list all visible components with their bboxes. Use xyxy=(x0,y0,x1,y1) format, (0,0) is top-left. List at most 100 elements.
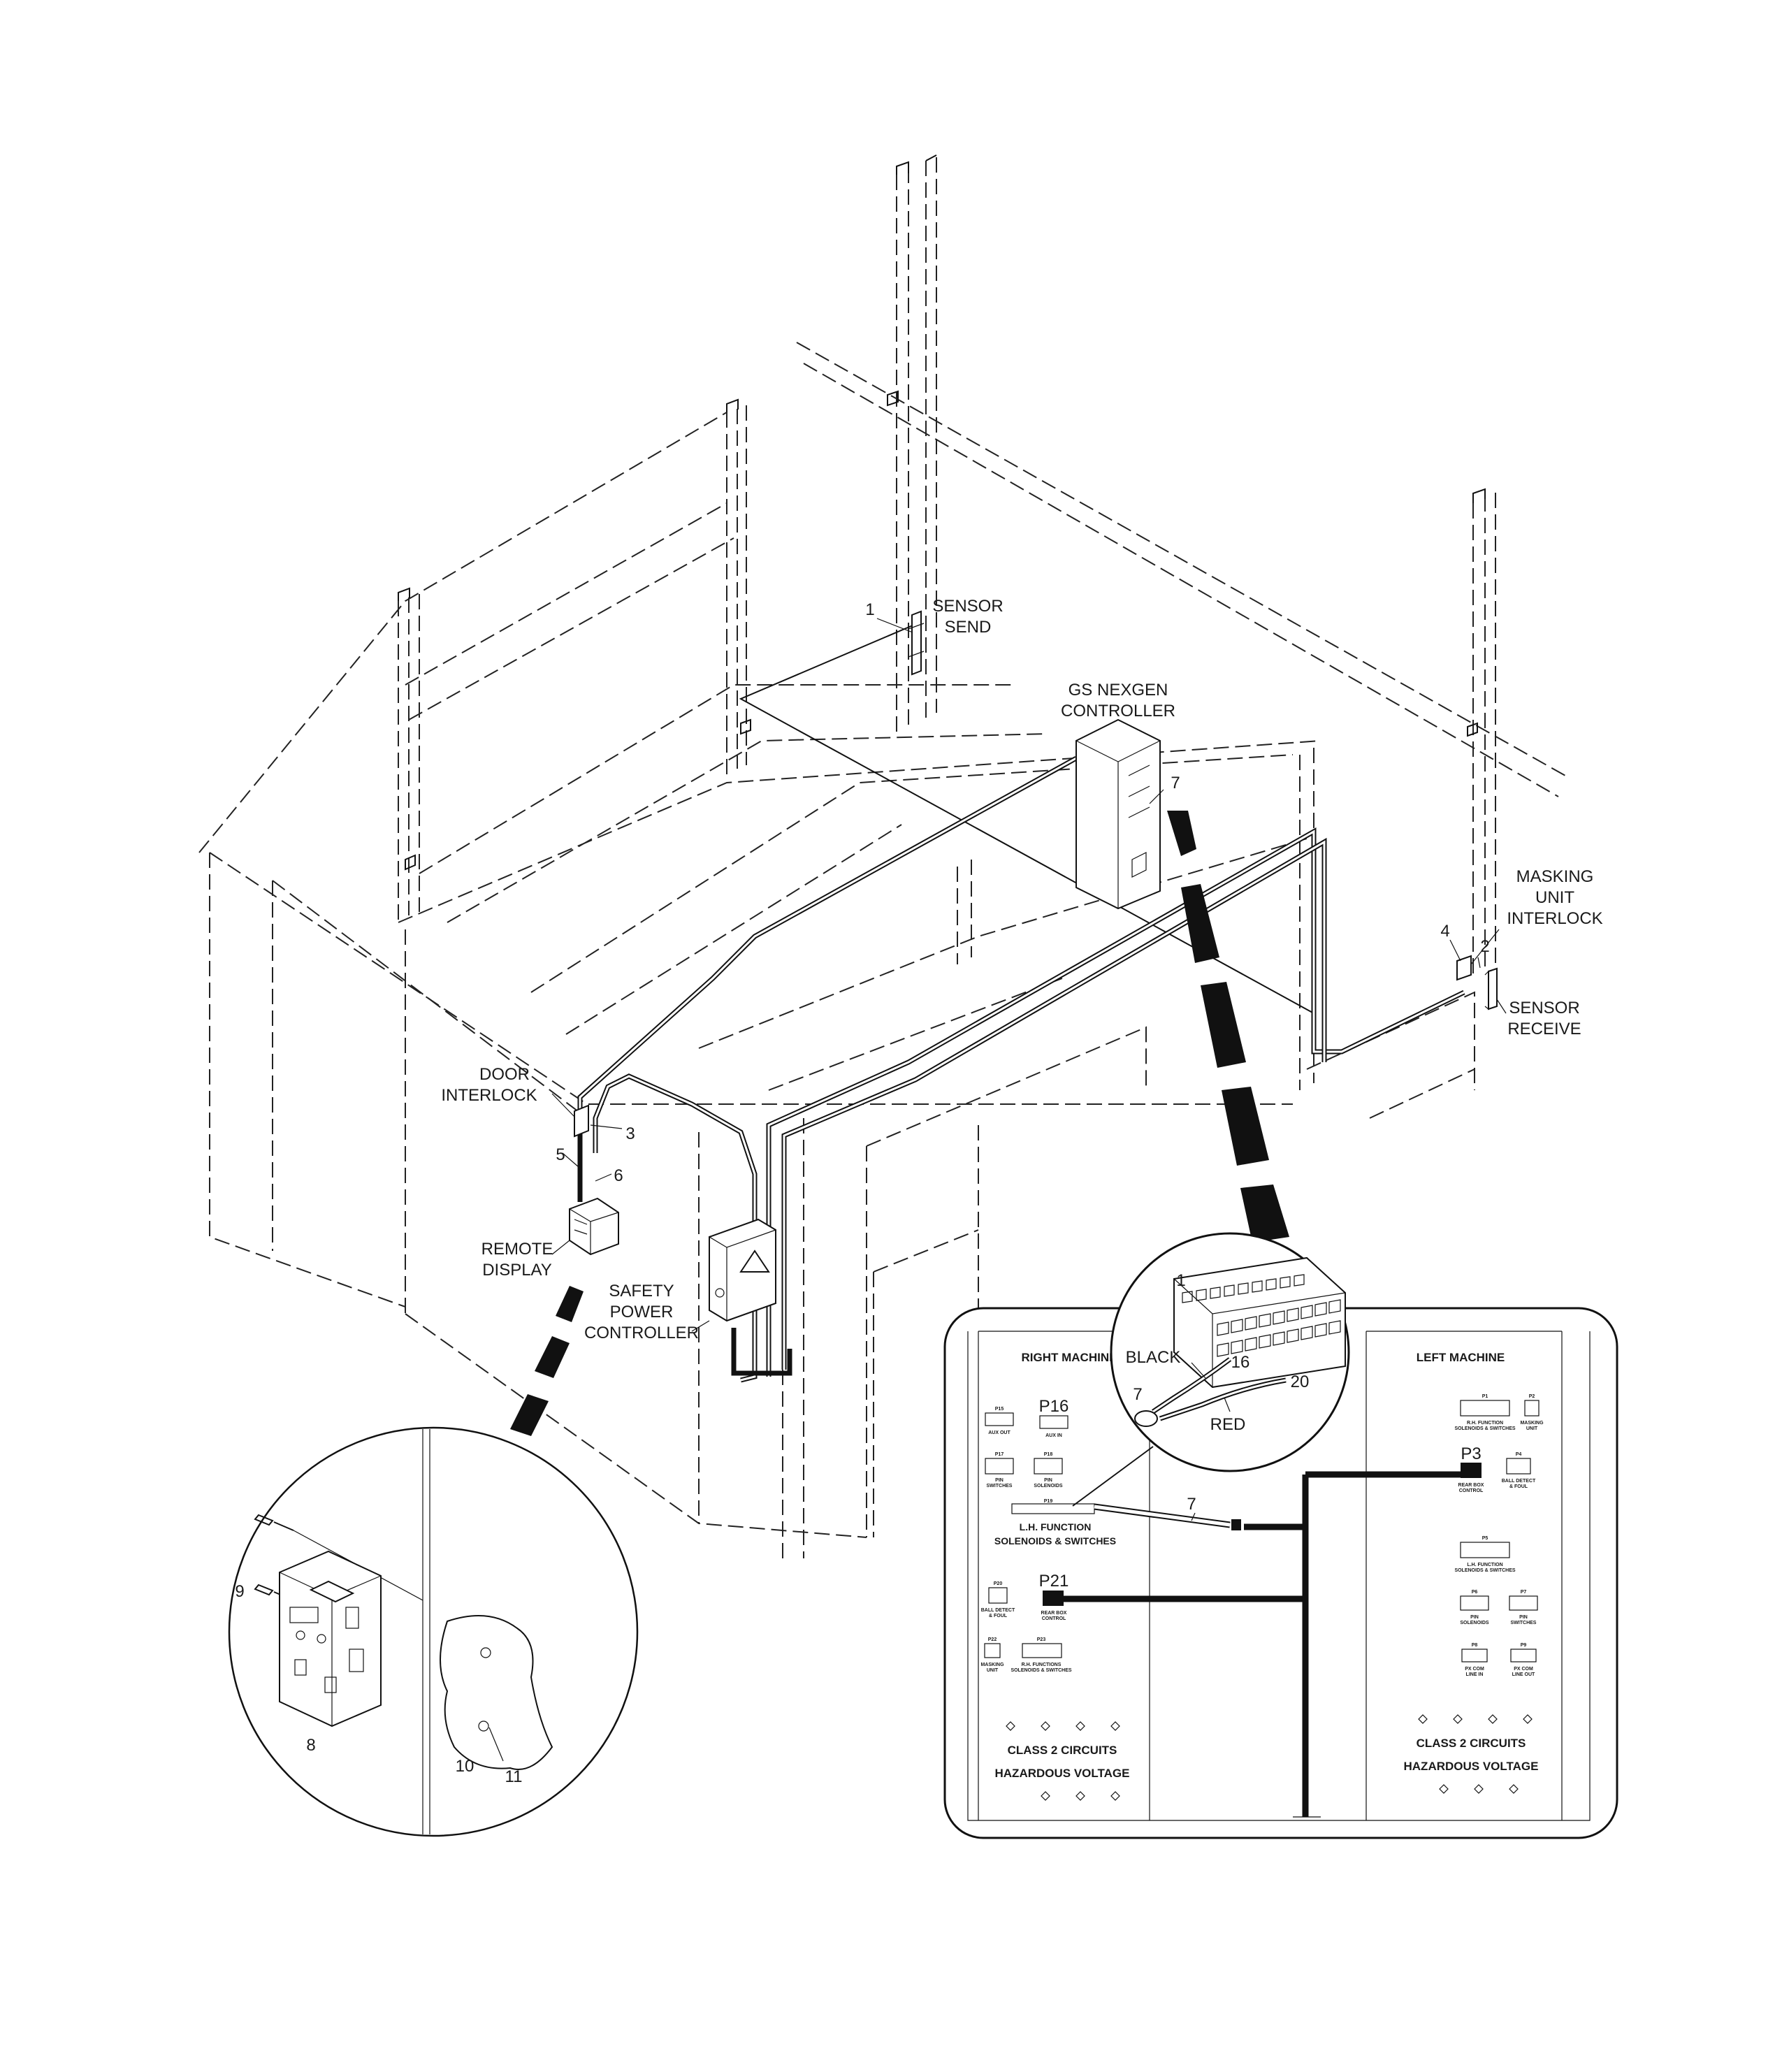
svg-text:PIN: PIN xyxy=(1519,1615,1528,1620)
svg-text:P17: P17 xyxy=(995,1452,1004,1457)
callout-1: 1 xyxy=(865,600,874,619)
port-P18: P18 PIN SOLENOIDS xyxy=(1034,1452,1063,1488)
port-P6: P6 PIN SOLENOIDS xyxy=(1460,1590,1489,1625)
svg-text:PIN: PIN xyxy=(1470,1615,1479,1620)
svg-text:P5: P5 xyxy=(1482,1536,1488,1541)
label-remote-line2: DISPLAY xyxy=(482,1261,552,1280)
callout-2: 2 xyxy=(1480,937,1489,956)
callout-numbers: 1 2 3 4 5 6 7 xyxy=(556,600,1489,1185)
port-P20: P20 BALL DETECT & FOUL xyxy=(981,1581,1015,1618)
label-gs-nexgen-controller: GS NEXGEN CONTROLLER xyxy=(1061,681,1175,720)
port-P22: P22 MASKING UNIT xyxy=(980,1637,1004,1673)
label-masking-unit-interlock: MASKING UNIT INTERLOCK xyxy=(1507,867,1602,928)
svg-text:SWITCHES: SWITCHES xyxy=(1511,1621,1537,1625)
svg-text:MASKING: MASKING xyxy=(980,1662,1004,1667)
port-P5: P5 L.H. FUNCTION SOLENOIDS & SWITCHES xyxy=(1454,1536,1515,1573)
pin-20-label: 20 xyxy=(1291,1372,1310,1391)
svg-text:P7: P7 xyxy=(1521,1590,1527,1595)
hazard-right: HAZARDOUS VOLTAGE xyxy=(995,1767,1130,1780)
wire-black-label: BLACK xyxy=(1126,1348,1181,1367)
port-P21: P21 REAR BOX CONTROL xyxy=(1039,1572,1069,1621)
svg-text:P8: P8 xyxy=(1472,1643,1478,1648)
callout-4: 4 xyxy=(1440,922,1449,941)
svg-text:L.H. FUNCTION: L.H. FUNCTION xyxy=(1467,1563,1502,1567)
label-masking-line3: INTERLOCK xyxy=(1507,909,1602,928)
label-safety-line1: SAFETY xyxy=(609,1282,674,1301)
label-sensor-receive-line1: SENSOR xyxy=(1509,999,1579,1017)
port-P19: P19 L.H. FUNCTION SOLENOIDS & SWITCHES xyxy=(994,1499,1116,1546)
svg-text:MASKING: MASKING xyxy=(1520,1421,1544,1426)
port-P23: P23 R.H. FUNCTIONS SOLENOIDS & SWITCHES xyxy=(1010,1637,1071,1673)
safety-power-controller xyxy=(709,1218,776,1322)
callout-11: 11 xyxy=(505,1767,523,1786)
hazard-left: HAZARDOUS VOLTAGE xyxy=(1404,1760,1539,1773)
svg-text:L.H. FUNCTION: L.H. FUNCTION xyxy=(1020,1521,1092,1533)
svg-text:P19: P19 xyxy=(1044,1499,1053,1504)
port-P8: P8 PX COM LINE IN xyxy=(1461,1643,1488,1677)
svg-text:REAR BOX: REAR BOX xyxy=(1458,1483,1484,1488)
label-safety-line3: CONTROLLER xyxy=(584,1324,699,1342)
left-machine-title: LEFT MACHINE xyxy=(1417,1351,1505,1364)
label-sensor-receive: SENSOR RECEIVE xyxy=(1507,999,1581,1038)
port-P9: P9 PX COM LINE OUT xyxy=(1510,1643,1537,1677)
leader-lines xyxy=(551,618,1507,1332)
svg-text:SOLENOIDS & SWITCHES: SOLENOIDS & SWITCHES xyxy=(1454,1426,1515,1431)
svg-text:SOLENOIDS & SWITCHES: SOLENOIDS & SWITCHES xyxy=(1010,1668,1071,1673)
svg-text:SOLENOIDS: SOLENOIDS xyxy=(1460,1621,1489,1625)
callout-7-cable: 7 xyxy=(1187,1495,1196,1514)
port-P17: P17 PIN SWITCHES xyxy=(985,1452,1014,1488)
svg-text:UNIT: UNIT xyxy=(987,1668,999,1673)
svg-text:AUX OUT: AUX OUT xyxy=(988,1430,1010,1435)
connector-pin-grid xyxy=(1182,1274,1341,1357)
svg-text:P3: P3 xyxy=(1461,1444,1481,1463)
svg-text:BALL DETECT: BALL DETECT xyxy=(981,1608,1015,1613)
warning-right: CLASS 2 CIRCUITS HAZARDOUS VOLTAGE xyxy=(995,1721,1130,1801)
svg-text:PIN: PIN xyxy=(995,1478,1004,1483)
callout-7-left: 7 xyxy=(1133,1385,1142,1404)
svg-text:LINE IN: LINE IN xyxy=(1466,1672,1484,1677)
svg-text:R.H. FUNCTION: R.H. FUNCTION xyxy=(1467,1421,1503,1426)
pin-1-label: 1 xyxy=(1176,1271,1185,1290)
label-safety-power-controller: SAFETY POWER CONTROLLER xyxy=(584,1282,699,1342)
svg-text:P21: P21 xyxy=(1039,1572,1069,1591)
controller-panel-detail: RIGHT MACHINE LEFT MACHINE P15 AUX OUT P… xyxy=(943,1307,1618,1839)
svg-text:CONTROL: CONTROL xyxy=(1459,1488,1484,1493)
detail-remote-display-mount: 8 9 10 11 xyxy=(228,1426,639,1837)
callout-5: 5 xyxy=(556,1145,565,1164)
svg-text:BALL DETECT: BALL DETECT xyxy=(1502,1479,1536,1484)
label-masking-line2: UNIT xyxy=(1535,888,1574,907)
svg-text:P18: P18 xyxy=(1044,1452,1053,1457)
sensor-send xyxy=(908,610,925,676)
zoom-indicator-controller xyxy=(1167,811,1289,1243)
svg-text:P23: P23 xyxy=(1037,1637,1046,1642)
svg-text:SOLENOIDS & SWITCHES: SOLENOIDS & SWITCHES xyxy=(1454,1568,1515,1573)
svg-text:P15: P15 xyxy=(995,1407,1004,1412)
svg-text:SWITCHES: SWITCHES xyxy=(987,1484,1013,1488)
callout-7-top: 7 xyxy=(1171,774,1180,792)
port-P3: P3 REAR BOX CONTROL xyxy=(1458,1444,1484,1493)
label-door-line1: DOOR xyxy=(479,1065,530,1084)
callout-10: 10 xyxy=(456,1757,475,1776)
label-remote-line1: REMOTE xyxy=(481,1240,553,1259)
svg-text:PX COM: PX COM xyxy=(1514,1667,1533,1672)
port-P16: P16 AUX IN xyxy=(1039,1397,1069,1438)
right-machine-title: RIGHT MACHINE xyxy=(1022,1351,1117,1364)
class2-right: CLASS 2 CIRCUITS xyxy=(1008,1744,1117,1757)
svg-text:LINE OUT: LINE OUT xyxy=(1512,1672,1535,1677)
svg-text:& FOUL: & FOUL xyxy=(989,1614,1008,1618)
callout-9: 9 xyxy=(235,1582,244,1601)
label-masking-line1: MASKING xyxy=(1516,867,1594,886)
svg-text:P16: P16 xyxy=(1039,1397,1069,1416)
sensor-receive xyxy=(1484,967,1498,1010)
label-sensor-send: SENSOR SEND xyxy=(932,597,1003,637)
svg-text:P6: P6 xyxy=(1472,1590,1478,1595)
pin-16-label: 16 xyxy=(1231,1353,1250,1372)
svg-text:P22: P22 xyxy=(988,1637,997,1642)
callout-6: 6 xyxy=(614,1166,623,1185)
svg-text:REAR BOX: REAR BOX xyxy=(1041,1611,1067,1616)
gs-nexgen-controller xyxy=(1075,718,1161,910)
svg-text:PIN: PIN xyxy=(1044,1478,1052,1483)
label-door-line2: INTERLOCK xyxy=(441,1086,537,1105)
svg-text:AUX IN: AUX IN xyxy=(1045,1433,1062,1438)
